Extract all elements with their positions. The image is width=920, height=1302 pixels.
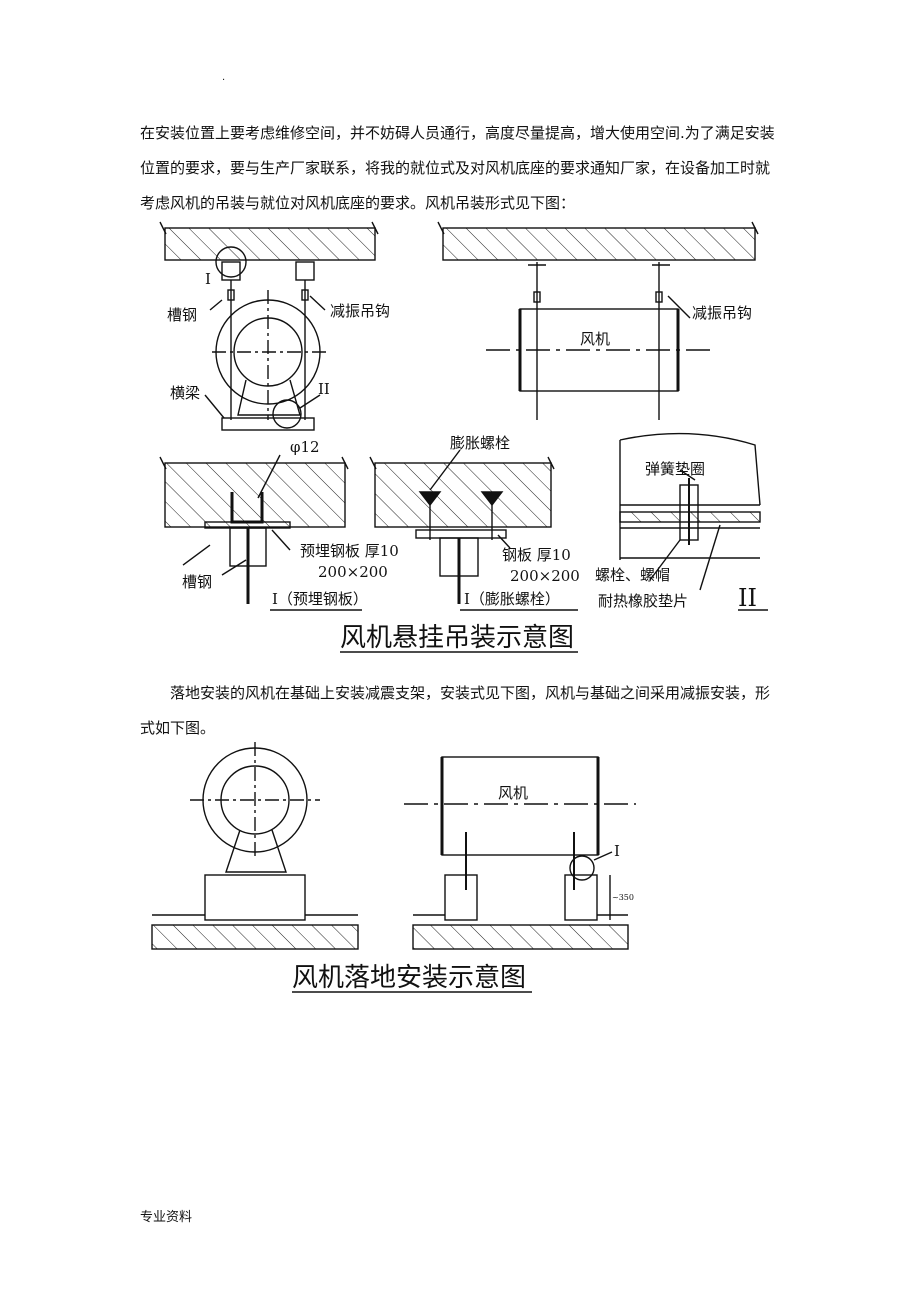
- label-detail-II: II: [738, 584, 757, 612]
- ceiling-slab-right: [442, 227, 756, 261]
- label-size1: 200×200: [318, 563, 388, 581]
- figure1-caption: 风机悬挂吊装示意图: [340, 623, 574, 653]
- vibration-hook-left: [227, 289, 235, 301]
- label-vibration-hook-right: 减振吊钩: [692, 304, 752, 322]
- figure2-labels: 风机 I ~350 风机落地安装示意图: [292, 784, 634, 993]
- label-I-floor: I: [614, 842, 620, 860]
- intro-paragraph: 在安装位置上要考虑维修空间，并不妨碍人员通行，高度尽量提高，增大使用空间.为了满…: [140, 124, 775, 212]
- floor-slab-left: [151, 924, 359, 950]
- hanging-fan-diagram: [159, 221, 768, 611]
- foundation-left: [204, 874, 306, 921]
- fan-shell-curve: [619, 432, 761, 506]
- label-I: I: [205, 270, 211, 288]
- label-phi12: φ12: [290, 438, 320, 456]
- fan-base-left: [225, 829, 287, 873]
- label-II: II: [318, 380, 330, 398]
- page-mark: .: [222, 72, 226, 83]
- detail-II-marker: [272, 399, 302, 429]
- figure1-labels: I II 槽钢 减振吊钩 横梁 风机 减振吊钩 φ12 膨胀螺栓 弹簧垫圈 预埋…: [167, 270, 757, 653]
- label-size2: 200×200: [510, 567, 580, 585]
- page-footer: 专业资料: [140, 1210, 193, 1225]
- floor-install-paragraph: 落地安装的风机在基础上安装减震支架，安装式见下图，风机与基础之间采用减振安装，形…: [140, 684, 771, 737]
- label-bolt-nut: 螺栓、螺帽: [595, 566, 670, 584]
- vibration-hook-right: [301, 289, 309, 301]
- foundation-pier-left: [444, 874, 478, 921]
- label-fan-floor: 风机: [498, 784, 528, 802]
- label-steel-plate: 钢板 厚10: [502, 546, 571, 564]
- label-dimension: ~350: [612, 893, 634, 902]
- label-detail-expansion: I（膨胀螺栓）: [464, 590, 560, 608]
- label-expansion-bolt: 膨胀螺栓: [450, 434, 510, 452]
- floor-fan-diagram: [151, 742, 636, 950]
- label-embedded-plate: 预埋钢板 厚10: [300, 542, 399, 560]
- foundation-pier-right: [564, 874, 598, 921]
- label-spring-washer: 弹簧垫圈: [645, 460, 705, 478]
- cross-beam: [221, 417, 315, 431]
- ceiling-slab-left: [164, 227, 376, 261]
- label-detail-embed: I（预埋钢板）: [272, 590, 368, 608]
- label-fan: 风机: [580, 330, 610, 348]
- label-vibration-hook-left: 减振吊钩: [330, 302, 390, 320]
- slab-detail-expansion: [374, 462, 552, 528]
- detail-I-marker: [215, 246, 247, 278]
- slab-detail-embed: [164, 462, 346, 528]
- label-rubber-pad: 耐热橡胶垫片: [598, 592, 688, 610]
- label-channel-steel-2: 槽钢: [182, 573, 212, 591]
- floor-slab-right: [412, 924, 629, 950]
- label-cross-beam: 横梁: [170, 384, 200, 402]
- figure2-caption: 风机落地安装示意图: [292, 963, 526, 993]
- fan-base: [237, 379, 301, 416]
- label-channel-steel: 槽钢: [167, 306, 197, 324]
